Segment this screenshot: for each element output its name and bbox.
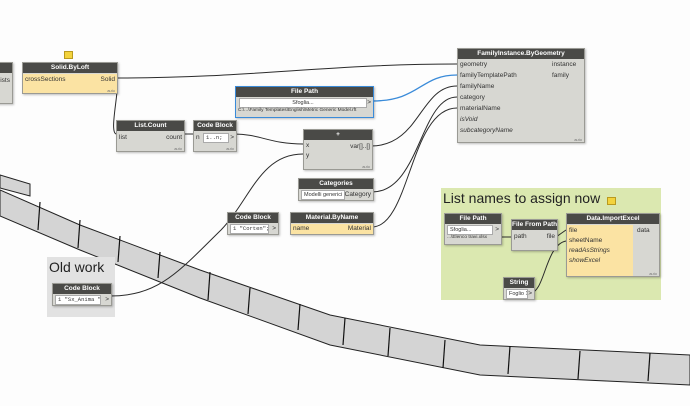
material-byname-output[interactable]: Material [347, 225, 371, 232]
node-code-block-corten[interactable]: Code Block 1 "Corten"; > [227, 212, 279, 235]
code-block-old-code[interactable]: 1 "Sx_Anima "; [55, 295, 101, 305]
solid-byloft-note-icon [64, 51, 73, 59]
file-path-excel-browse-button[interactable]: Sfoglia... [447, 225, 493, 235]
wire-material [371, 107, 458, 228]
code-block-range-code[interactable]: 1..n; [203, 133, 229, 143]
family-instance-input-is-void[interactable]: isVoid [460, 116, 478, 123]
family-instance-input-subcategory[interactable]: subcategoryName [460, 127, 513, 134]
wire-plus-familyname [370, 85, 458, 147]
code-block-range-output[interactable]: > [230, 134, 234, 141]
list-count-output[interactable]: count [166, 134, 182, 141]
node-left-stub[interactable]: lists [0, 62, 13, 104]
material-byname-input[interactable]: name [293, 225, 310, 232]
node-file-from-path[interactable]: File From Path path file [511, 219, 558, 251]
data-import-excel-input-file[interactable]: file [569, 227, 578, 234]
data-import-excel-input-read-as-strings[interactable]: readAsStrings [569, 247, 610, 254]
plus-title: + [304, 130, 372, 140]
file-path-template-title: File Path [236, 87, 373, 97]
node-file-path-excel[interactable]: File Path Sfoglia... > ...\Elenco travi.… [444, 213, 502, 245]
code-block-old-output[interactable]: > [105, 296, 109, 303]
node-categories[interactable]: Categories Modelli generici Category [298, 178, 374, 201]
categories-dropdown[interactable]: Modelli generici [301, 190, 345, 200]
categories-title: Categories [299, 179, 373, 189]
left-stub-output[interactable]: lists [0, 77, 10, 84]
node-plus[interactable]: + x y var[]..[] auto [303, 129, 373, 170]
beam-upper [0, 174, 31, 197]
family-instance-input-category[interactable]: category [460, 94, 485, 101]
file-path-template-browse-button[interactable]: Sfoglia... [239, 98, 367, 108]
group-old-work-title: Old work [49, 259, 105, 275]
categories-output[interactable]: Category [344, 191, 371, 198]
family-instance-title: FamilyInstance.ByGeometry [458, 49, 584, 59]
wire-y-down [109, 153, 304, 297]
file-from-path-input[interactable]: path [514, 233, 527, 240]
list-count-input[interactable]: list [119, 134, 127, 141]
solid-byloft-output[interactable]: Solid [100, 76, 115, 83]
beam-lower [0, 189, 690, 386]
node-data-import-excel[interactable]: Data.ImportExcel file sheetName readAsSt… [566, 213, 660, 277]
node-code-block-range[interactable]: Code Block n 1..n; > auto [193, 120, 237, 152]
data-import-excel-title: Data.ImportExcel [567, 214, 659, 224]
file-path-excel-value: ...\Elenco travi.xlsx [447, 235, 487, 240]
family-instance-input-template-path[interactable]: familyTemplatePath [460, 72, 517, 79]
code-block-range-input[interactable]: n [196, 134, 200, 141]
plus-input-y[interactable]: y [306, 152, 310, 159]
wire-category [371, 96, 458, 193]
plus-input-x[interactable]: x [306, 142, 310, 149]
code-block-corten-code[interactable]: 1 "Corten"; [230, 224, 269, 234]
node-material-byname[interactable]: Material.ByName name Material [290, 212, 374, 235]
string-title: String [504, 278, 534, 288]
list-count-title: List.Count [117, 121, 184, 131]
family-instance-output-family[interactable]: family [552, 72, 569, 79]
code-block-corten-title: Code Block [228, 213, 278, 223]
data-import-excel-input-show-excel[interactable]: showExcel [569, 257, 601, 264]
plus-output[interactable]: var[]..[] [350, 143, 370, 150]
code-block-old-title: Code Block [53, 284, 111, 294]
node-file-path-template[interactable]: File Path Sfoglia... > C:\...\Family Tem… [235, 86, 374, 118]
file-path-template-value: C:\...\Family Templates\English\Metric G… [238, 108, 357, 113]
file-path-excel-output[interactable]: > [495, 226, 499, 233]
code-block-range-title: Code Block [194, 121, 236, 131]
wire-filepath-template [371, 74, 458, 102]
family-instance-input-geometry[interactable]: geometry [460, 61, 488, 68]
solid-byloft-input[interactable]: crossSections [25, 76, 66, 83]
file-from-path-output[interactable]: file [546, 233, 555, 240]
node-list-count[interactable]: List.Count list count auto [116, 120, 185, 152]
solid-byloft-title: Solid.ByLoft [23, 63, 117, 73]
file-path-excel-title: File Path [445, 214, 501, 224]
wire-codeblock-x [233, 133, 304, 145]
node-family-instance-bygeometry[interactable]: FamilyInstance.ByGeometry geometry famil… [457, 48, 585, 143]
group-note-icon [607, 197, 616, 205]
material-byname-title: Material.ByName [291, 213, 373, 223]
node-solid-byloft[interactable]: Solid.ByLoft crossSections Solid auto [22, 62, 118, 94]
file-path-template-output[interactable]: > [367, 99, 371, 106]
string-output[interactable]: > [528, 290, 532, 297]
wire-solid-geometry [116, 63, 458, 79]
code-block-corten-output[interactable]: > [272, 225, 276, 232]
group-list-names-title: List names to assign now [443, 190, 601, 206]
data-import-excel-output[interactable]: data [637, 227, 650, 234]
data-import-excel-input-sheet[interactable]: sheetName [569, 237, 603, 244]
family-instance-input-material-name[interactable]: materialName [460, 105, 501, 112]
family-instance-input-family-name[interactable]: familyName [460, 83, 495, 90]
node-string[interactable]: String Foglio 1 > [503, 277, 535, 300]
family-instance-output-instance[interactable]: instance [552, 61, 577, 68]
string-value-input[interactable]: Foglio 1 [506, 289, 528, 299]
file-from-path-title: File From Path [512, 220, 557, 230]
node-code-block-old[interactable]: Code Block 1 "Sx_Anima "; > [52, 283, 112, 306]
